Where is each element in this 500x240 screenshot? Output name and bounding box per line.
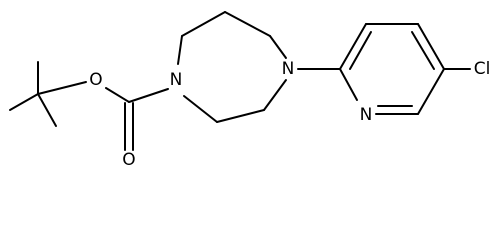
- atom-labels: O O N N N Cl: [89, 59, 490, 170]
- atom-nitrogen-carbamate: N: [170, 70, 183, 90]
- bond-ring-c-to-n1: [183, 95, 218, 123]
- bond-pyr-n-c2: [339, 68, 358, 101]
- bond-pyr-c2-c3-inner: [349, 31, 372, 70]
- bond-tbu-methyl-bottom: [37, 93, 57, 127]
- bond-tbu-methyl-left: [9, 93, 39, 111]
- bond-oxygen-to-carbonyl: [105, 87, 130, 103]
- atom-chlorine: Cl: [474, 59, 491, 79]
- atom-nitrogen-pyridine: N: [360, 105, 373, 125]
- bond-pyr-c5-c6: [417, 68, 445, 115]
- atom-nitrogen-aryl: N: [282, 59, 295, 79]
- bond-pyr-c2-c3: [339, 23, 367, 70]
- bond-pyr-c4-c5: [417, 23, 445, 70]
- bond-ring-c-top-left: [181, 11, 226, 37]
- bond-ring-c-bottom: [216, 109, 265, 123]
- bond-ring-c-to-n4: [269, 35, 287, 59]
- bond-tbu-to-oxygen: [37, 81, 87, 95]
- bond-ring-c-top-right: [224, 11, 271, 37]
- bond-carbonyl-to-nitrogen: [128, 88, 169, 103]
- atom-oxygen-ester: O: [89, 70, 102, 90]
- bond-pyr-c4-c5-inner: [411, 31, 435, 70]
- bond-ring-n4-c-bottom: [263, 79, 287, 111]
- atom-oxygen-carbonyl: O: [122, 150, 135, 170]
- bond-ring-n1-c-top: [177, 35, 183, 65]
- molecule-diagram: O O N N N Cl: [9, 11, 490, 170]
- bonds: [9, 11, 471, 151]
- structure-canvas: O O N N N Cl: [9, 11, 490, 170]
